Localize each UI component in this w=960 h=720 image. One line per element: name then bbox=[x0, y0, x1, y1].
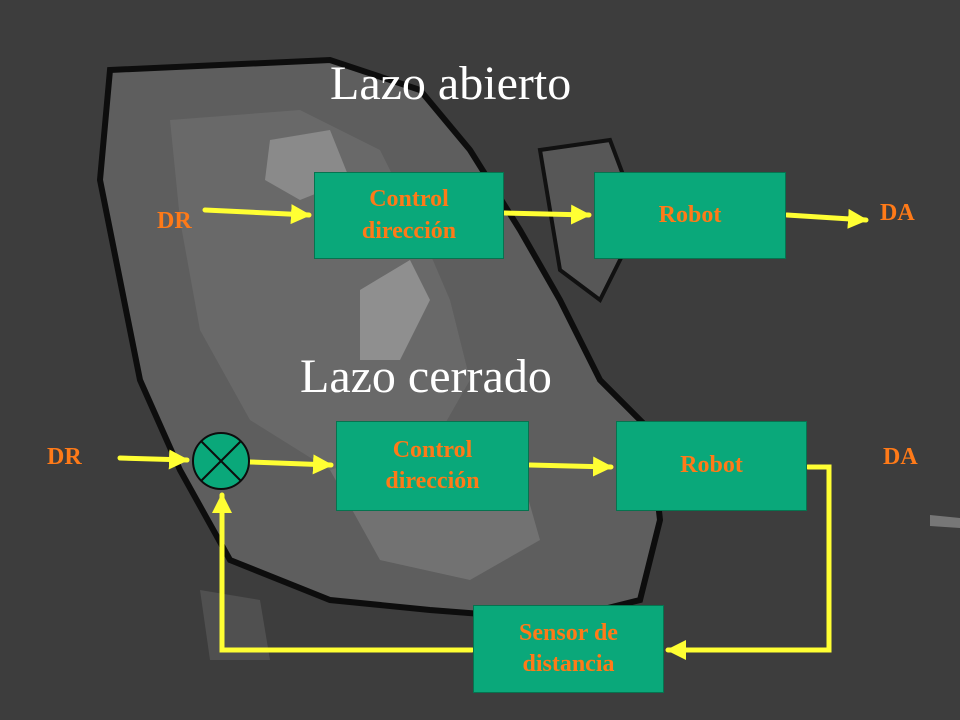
title-closed-loop: Lazo cerrado bbox=[300, 350, 552, 403]
wire-dr-to-sum bbox=[117, 449, 190, 470]
closed-loop-control-block: Control dirección bbox=[336, 421, 529, 511]
title-open-loop: Lazo abierto bbox=[330, 57, 572, 110]
closed-loop-input-label: DR bbox=[47, 444, 82, 470]
open-loop-input-label: DR bbox=[157, 208, 192, 234]
closed-loop-robot-block: Robot bbox=[616, 421, 807, 511]
summing-junction-icon bbox=[192, 432, 250, 490]
closed-loop-sensor-block: Sensor de distancia bbox=[473, 605, 664, 693]
wire-control-to-robot bbox=[527, 456, 614, 477]
open-loop-control-block: Control dirección bbox=[314, 172, 504, 259]
open-loop-output-label: DA bbox=[880, 200, 915, 226]
wire-dr-to-control-open bbox=[202, 204, 312, 225]
closed-loop-output-label: DA bbox=[883, 444, 918, 470]
wire-control-to-robot-open bbox=[502, 204, 592, 225]
wire-robot-to-da-open bbox=[784, 208, 869, 229]
wire-sum-to-control bbox=[247, 454, 334, 475]
wire-robot-to-sensor bbox=[665, 464, 832, 660]
wire-sensor-to-sum bbox=[212, 492, 475, 653]
open-loop-robot-block: Robot bbox=[594, 172, 786, 259]
